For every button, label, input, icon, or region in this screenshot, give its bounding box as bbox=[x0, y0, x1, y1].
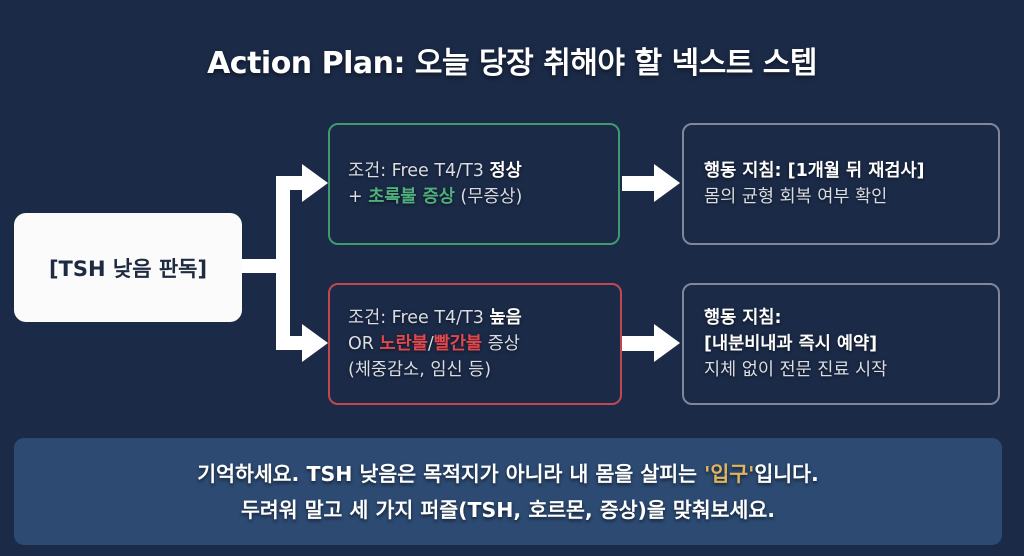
condition-line2-suffix: (무증상) bbox=[454, 187, 523, 207]
yellow-light-symptom: 노란불 bbox=[379, 334, 428, 354]
banner-line1-suffix: 입니다. bbox=[754, 461, 819, 486]
red-light-symptom: 빨간불 bbox=[433, 334, 483, 354]
condition-line2-prefix: OR bbox=[348, 334, 380, 354]
green-light-symptom: 초록불 증상 bbox=[368, 187, 455, 207]
action-emphasis: [1개월 뒤 재검사] bbox=[787, 161, 925, 181]
condition-box-normal: 조건: Free T4/T3 정상 + 초록불 증상 (무증상) bbox=[328, 123, 620, 245]
condition-line2-prefix: + bbox=[348, 187, 369, 207]
condition-prefix: 조건: Free T4/T3 bbox=[348, 161, 490, 181]
arrow-right-icon bbox=[654, 324, 680, 362]
connector-branch-top bbox=[276, 176, 304, 190]
banner-line-2: 두려워 말고 세 가지 퍼즐(TSH, 호르몬, 증상)을 맞춰보세요. bbox=[240, 497, 776, 522]
condition-prefix: 조건: Free T4/T3 bbox=[348, 308, 490, 328]
condition-status: 정상 bbox=[489, 161, 522, 181]
separator: / bbox=[427, 334, 434, 354]
action-detail: 지체 없이 전문 진료 시작 bbox=[704, 360, 888, 380]
action-emphasis: [내분비내과 즉시 예약] bbox=[704, 334, 878, 354]
condition-line-2: + 초록불 증상 (무증상) bbox=[348, 184, 618, 210]
action-label: 행동 지침: bbox=[704, 161, 788, 181]
banner-highlight: '입구' bbox=[704, 461, 755, 486]
source-label: [TSH 낮음 판독] bbox=[48, 256, 208, 281]
connector-vertical-trunk bbox=[276, 176, 290, 350]
page-title: Action Plan: 오늘 당장 취해야 할 넥스트 스텝 bbox=[207, 46, 817, 81]
condition-line-3: (체중감소, 임신 등) bbox=[348, 360, 492, 380]
action-detail: 몸의 균형 회복 여부 확인 bbox=[704, 187, 888, 207]
action-label: 행동 지침: bbox=[704, 308, 782, 328]
action-box-endocrinology: 행동 지침: [내분비내과 즉시 예약] 지체 없이 전문 진료 시작 bbox=[682, 283, 1000, 405]
condition-line2-suffix: 증상 bbox=[482, 334, 520, 354]
action-box-recheck: 행동 지침: [1개월 뒤 재검사] 몸의 균형 회복 여부 확인 bbox=[682, 123, 1000, 245]
banner-line1-prefix: 기억하세요. TSH 낮음은 목적지가 아니라 내 몸을 살피는 bbox=[197, 461, 705, 486]
arrow-shaft-bottom bbox=[622, 336, 656, 351]
condition-line-2: OR 노란불/빨간불 증상 bbox=[348, 331, 620, 357]
action-line-1: 행동 지침: [1개월 뒤 재검사] bbox=[704, 158, 998, 184]
arrow-right-icon bbox=[654, 164, 680, 202]
arrow-right-icon bbox=[302, 164, 328, 202]
arrow-shaft-top bbox=[622, 176, 656, 191]
condition-box-high: 조건: Free T4/T3 높음 OR 노란불/빨간불 증상 (체중감소, 임… bbox=[328, 283, 622, 405]
source-node-tsh-low: [TSH 낮음 판독] bbox=[14, 213, 242, 322]
reminder-banner: 기억하세요. TSH 낮음은 목적지가 아니라 내 몸을 살피는 '입구'입니다… bbox=[14, 438, 1002, 545]
condition-line-1: 조건: Free T4/T3 높음 bbox=[348, 305, 620, 331]
arrow-right-icon bbox=[302, 324, 328, 362]
connector-branch-bottom bbox=[276, 336, 304, 350]
condition-status: 높음 bbox=[489, 308, 522, 328]
banner-line-1: 기억하세요. TSH 낮음은 목적지가 아니라 내 몸을 살피는 '입구'입니다… bbox=[197, 456, 819, 492]
condition-line-1: 조건: Free T4/T3 정상 bbox=[348, 158, 618, 184]
